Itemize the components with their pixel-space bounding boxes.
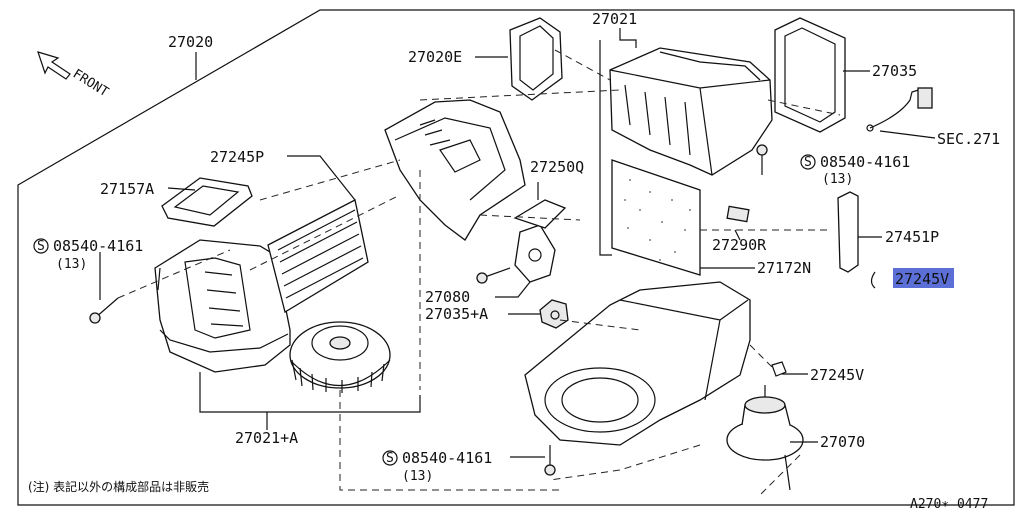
assembly-dashed-lines (117, 49, 841, 496)
seal-27157a (161, 177, 253, 227)
front-label: FRONT (70, 67, 111, 101)
screw-symbol-icon (800, 154, 816, 170)
label-27020: 27020 (168, 33, 213, 51)
intake-unit (384, 99, 526, 241)
label-bolt-left-qty: (13) (56, 257, 87, 272)
label-27021a: 27021+A (235, 429, 298, 447)
label-27021: 27021 (592, 10, 637, 28)
bracket-27451p (837, 191, 859, 273)
diagram-code: A270∗ 0477 (910, 497, 988, 511)
label-27290r: 27290R (712, 236, 767, 254)
screw-symbol: S (37, 239, 45, 254)
assembly-outline (17, 9, 1015, 506)
label-bolt-bottom-qty: (13) (402, 469, 433, 484)
label-sec271: SEC.271 (937, 130, 1000, 148)
label-27070: 27070 (820, 433, 865, 451)
label-27020e: 27020E (408, 48, 462, 66)
clip-27245v (771, 361, 787, 377)
label-27245p: 27245P (210, 148, 264, 166)
screw-left (89, 297, 119, 324)
label-27080: 27080 (425, 288, 470, 306)
label-27451p: 27451P (885, 228, 939, 246)
filter-27245p (267, 199, 369, 314)
label-bolt-right: 08540-4161 (820, 153, 910, 171)
harness (866, 87, 933, 132)
heater-housing (609, 47, 773, 176)
label-bolt-left: 08540-4161 (53, 237, 143, 255)
label-bolt-bottom: 08540-4161 (402, 449, 492, 467)
link-27250q (513, 199, 567, 229)
screw-bottom (544, 445, 556, 476)
label-27250q: 27250Q (530, 158, 584, 176)
block-27290r (726, 205, 750, 223)
front-arrow-icon (37, 51, 71, 80)
actuator-27080 (514, 224, 556, 283)
evaporator-27172n (611, 159, 701, 276)
screw-symbol: S (386, 451, 394, 466)
label-27035: 27035 (872, 62, 917, 80)
highlight-box (893, 268, 954, 288)
label-bolt-right-qty: (13) (822, 172, 853, 187)
label-27035a: 27035+A (425, 305, 488, 323)
screw-symbol-icon (33, 238, 49, 254)
screw-right (756, 144, 768, 175)
label-27245v: 27245V (810, 366, 864, 384)
leader-lines (99, 28, 936, 458)
lower-case (524, 281, 751, 446)
nut-27035a (539, 299, 569, 329)
blower-housing (154, 239, 293, 373)
ring-27020e (509, 17, 563, 101)
motor-27070 (726, 385, 804, 491)
label-27157a: 27157A (100, 180, 154, 198)
evaporator-fins (624, 179, 691, 261)
blower-fan (289, 321, 391, 393)
clip-highlighted (870, 271, 876, 289)
screw-symbol: S (804, 155, 812, 170)
footnote: (注) 表記以外の構成部品は非販売 (28, 479, 209, 494)
frame-27035 (774, 17, 846, 133)
screw-symbol-icon (382, 450, 398, 466)
label-27245v-highlighted: 27245V (895, 270, 949, 288)
label-27172n: 27172N (757, 259, 811, 277)
screw-center (476, 267, 511, 284)
